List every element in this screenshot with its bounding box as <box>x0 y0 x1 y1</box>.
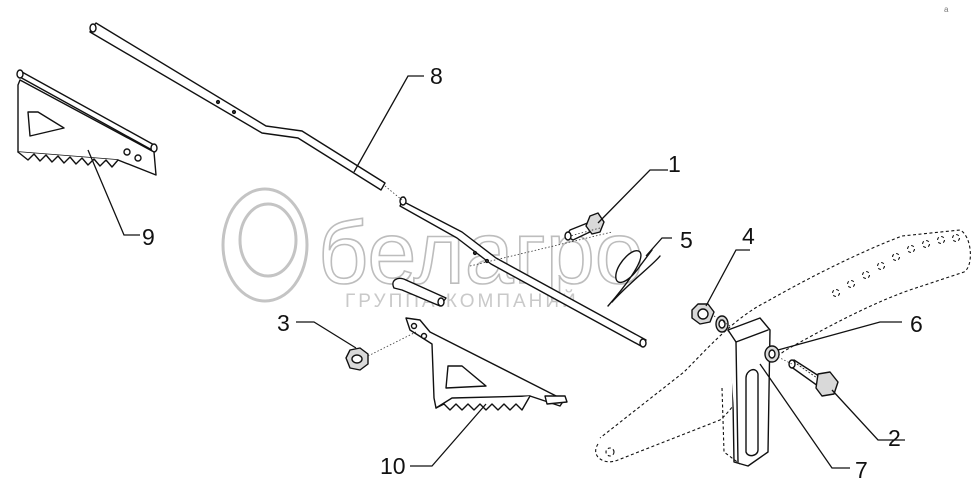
leader-7 <box>759 363 850 469</box>
callout-2: 2 <box>888 425 901 451</box>
leader-4 <box>705 249 750 307</box>
nut-part-3 <box>345 347 369 371</box>
corner-mark: a <box>944 5 949 14</box>
callout-3: 3 <box>277 310 290 336</box>
leader-2 <box>831 389 905 441</box>
bracket-part-9 <box>16 69 158 176</box>
washer-part-6 <box>764 345 780 363</box>
callout-labels: 1 2 3 4 5 6 7 8 9 10 <box>142 63 923 483</box>
bracket-part-10 <box>392 277 568 411</box>
assembly-lines <box>367 227 793 365</box>
nut-part-4 <box>691 303 729 333</box>
cotter-pin-part-5 <box>607 249 661 307</box>
watermark-emblem-inner <box>238 202 298 278</box>
clevis-part-7 <box>721 317 771 467</box>
rod-part-8 <box>89 22 647 348</box>
leader-5 <box>645 237 672 257</box>
leader-3 <box>296 321 357 349</box>
watermark-emblem-outer <box>221 187 309 303</box>
callout-7: 7 <box>855 457 868 483</box>
callout-8: 8 <box>430 63 443 89</box>
leader-lines <box>87 75 905 469</box>
callout-4: 4 <box>742 223 755 249</box>
leader-1 <box>597 169 668 224</box>
watermark-tagline: ГРУППА КОМПАНИЙ <box>345 290 579 312</box>
bolt-part-2 <box>788 359 839 397</box>
callout-10: 10 <box>380 453 406 479</box>
leader-8 <box>353 75 424 173</box>
leader-10 <box>410 403 487 467</box>
callout-1: 1 <box>668 151 681 177</box>
arm-outline <box>595 229 971 463</box>
callout-5: 5 <box>680 227 693 253</box>
callout-6: 6 <box>910 311 923 337</box>
leader-6 <box>777 321 902 351</box>
leader-9 <box>87 149 140 236</box>
callout-9: 9 <box>142 224 155 250</box>
